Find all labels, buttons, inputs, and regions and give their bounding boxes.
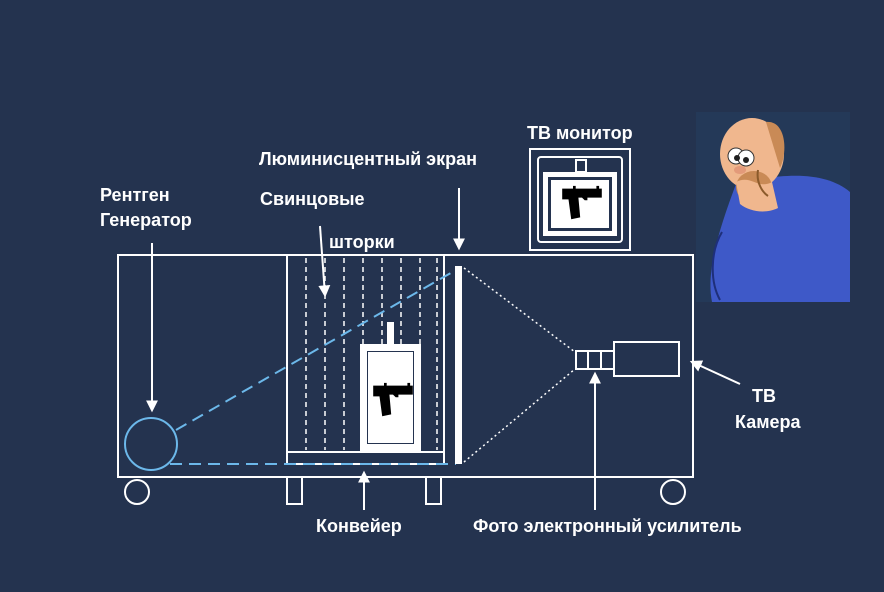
tv-camera: [613, 341, 680, 377]
shutters-label-line1: Свинцовые: [260, 189, 365, 209]
camera-label-line2: Камера: [735, 412, 801, 432]
shutters-label-line2: шторки: [329, 232, 395, 252]
conveyor-label: Конвейер: [316, 516, 402, 536]
generator-label-line1: Рентген: [100, 185, 170, 205]
light-cone: [463, 267, 576, 463]
suitcase: [360, 322, 421, 451]
monitor-label: ТВ монитор: [527, 123, 633, 143]
camera-label-line1: ТВ: [752, 386, 776, 406]
thinking-man-icon: [696, 112, 850, 302]
left-wheel: [124, 479, 150, 505]
tv-monitor: [529, 148, 631, 251]
conveyor-left-leg: [286, 476, 303, 505]
generator-label-line2: Генератор: [100, 210, 192, 230]
luminescent-screen: [455, 266, 462, 464]
arrows: [146, 188, 741, 510]
right-wheel: [660, 479, 686, 505]
intensifier-label: Фото электронный усилитель: [473, 516, 742, 536]
shutters-arrow: [318, 225, 331, 298]
xray-generator: [124, 417, 178, 471]
conveyor-belt: [286, 451, 445, 465]
screen-label: Люминисцентный экран: [259, 149, 477, 169]
photo-intensifier: [575, 350, 615, 370]
conveyor-right-leg: [425, 476, 442, 505]
xray-beam: [170, 269, 457, 465]
camera-arrow: [689, 360, 741, 385]
